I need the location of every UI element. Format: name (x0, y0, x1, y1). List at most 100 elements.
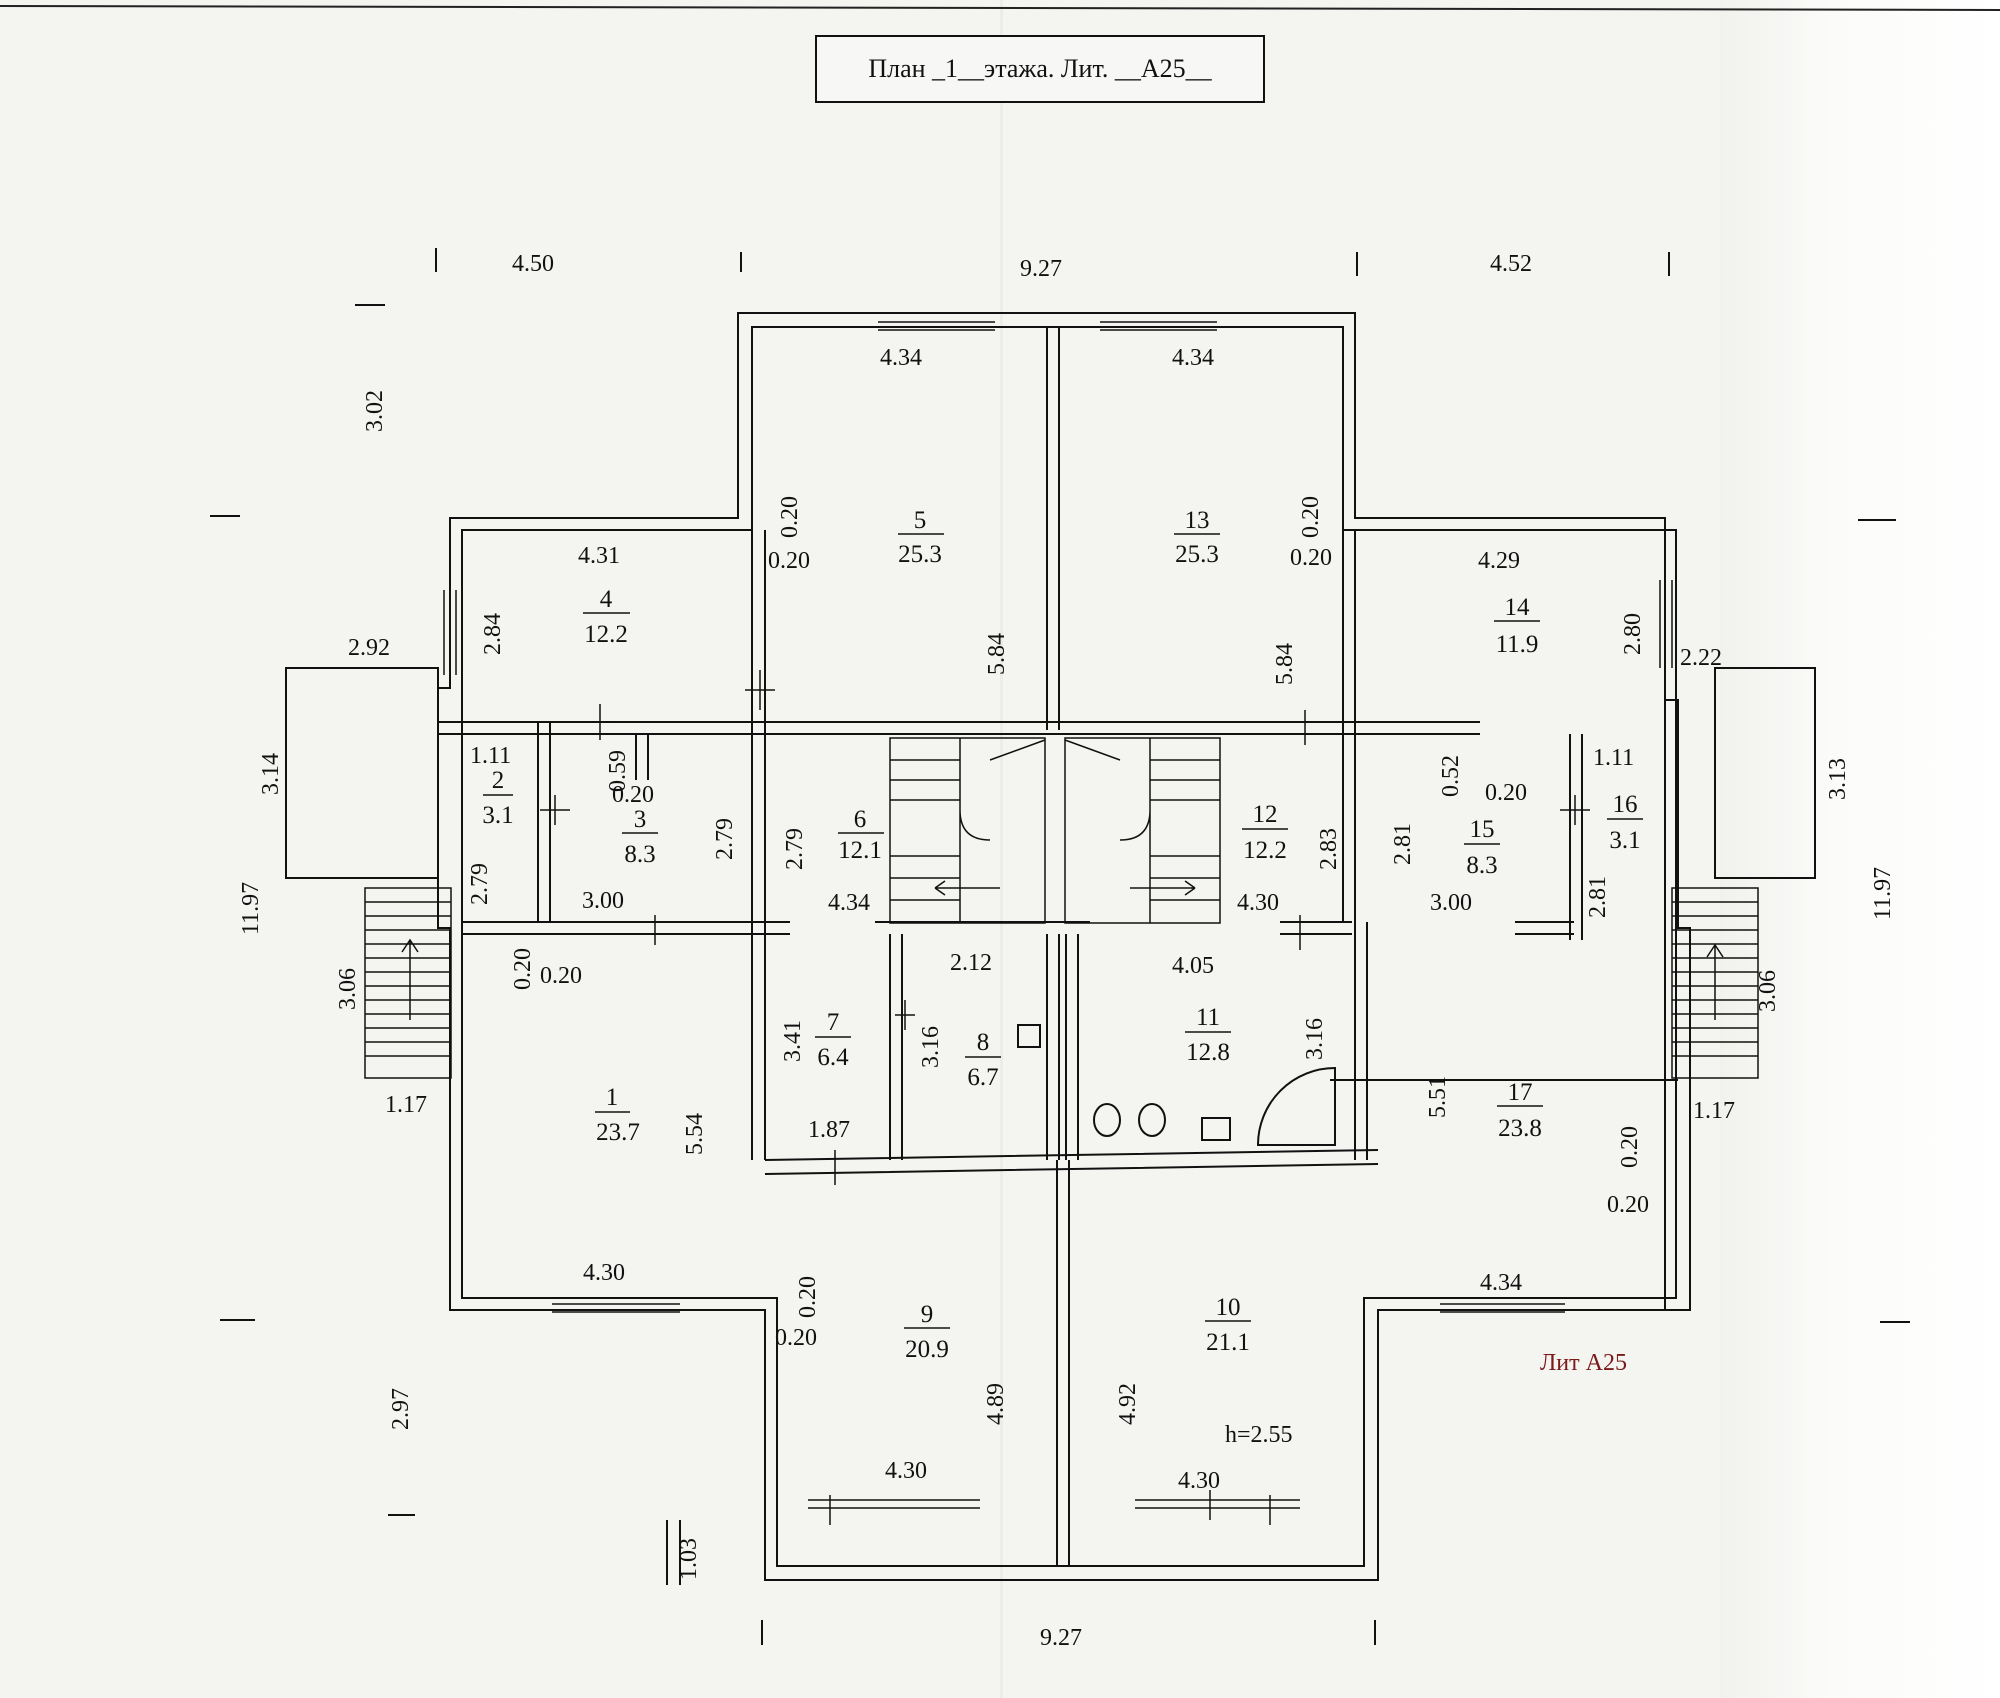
dim-label: 0.59 (605, 750, 631, 792)
dim-label: 5.84 (1272, 643, 1298, 685)
dim-label: 1.17 (385, 1092, 427, 1118)
dim-label: 0.20 (510, 948, 536, 990)
room-number: 1 (606, 1084, 619, 1111)
dim-label: 1.11 (1593, 745, 1634, 771)
room-area: 12.1 (838, 837, 882, 864)
door-mark (1560, 795, 1590, 825)
dim-label: 0.20 (768, 548, 810, 574)
stair-inner-right (1064, 737, 1221, 924)
entry-stairs (364, 887, 1759, 1079)
dim-label: 2.92 (348, 635, 390, 661)
porch-right (1714, 667, 1816, 879)
dim-label: 0.20 (795, 1276, 821, 1318)
extent-ticks (210, 248, 1910, 1645)
wall-v1 (537, 722, 551, 922)
room-number: 5 (914, 507, 927, 534)
window (443, 590, 457, 675)
window (1659, 580, 1673, 668)
dim-label: 0.20 (1607, 1192, 1649, 1218)
room-label: 14 11.9 (1494, 594, 1540, 658)
stair-inner-right-steps (1064, 738, 1220, 923)
room-area: 8.3 (624, 841, 655, 868)
dim-label: 3.06 (335, 968, 361, 1010)
door-mark (590, 704, 620, 740)
room-label: 1 23.7 (595, 1084, 640, 1146)
dim-label: 2.97 (388, 1388, 414, 1430)
dim-label: 1.11 (470, 743, 511, 769)
outer-wall-outer (437, 312, 1691, 1581)
room-number: 12 (1253, 801, 1278, 828)
dim-label: 2.81 (1585, 876, 1611, 918)
porches (285, 667, 1816, 879)
dim-label: 3.41 (780, 1020, 806, 1062)
dim-label: 4.34 (828, 890, 870, 916)
dim-label: 2.79 (712, 818, 738, 860)
dim-label: 4.31 (578, 543, 620, 569)
dim-label: 3.00 (582, 888, 624, 914)
bidet-icon (1138, 1103, 1166, 1137)
room-label: 15 8.3 (1464, 816, 1500, 879)
room-number: 16 (1613, 791, 1638, 818)
stair-arrow-icon (934, 880, 1000, 896)
dim-label: 4.34 (880, 345, 922, 371)
wall-mid (462, 921, 1574, 935)
ceiling-height-note: h=2.55 (1225, 1422, 1293, 1448)
room-number: 15 (1470, 816, 1495, 843)
dim-label: 4.30 (1237, 890, 1279, 916)
dim-label: 0.20 (612, 782, 654, 808)
dim-label: 2.79 (782, 828, 808, 870)
dim-label: 5.84 (984, 633, 1010, 675)
room-label: 13 25.3 (1174, 507, 1220, 568)
dim-label: 0.20 (775, 1325, 817, 1351)
room-area: 3.1 (1609, 827, 1640, 854)
sheet-border-line (0, 5, 2000, 11)
window (1100, 321, 1217, 331)
dim-label: 2.84 (480, 613, 506, 655)
paper-edge (1720, 0, 2000, 1698)
dim-label: 5.51 (1425, 1076, 1451, 1118)
window (878, 321, 995, 331)
room-label: 9 20.9 (904, 1301, 950, 1363)
room-label: 12 12.2 (1242, 801, 1288, 864)
dim-label: 4.50 (512, 251, 554, 277)
room-number: 11 (1196, 1004, 1220, 1031)
room-area: 25.3 (898, 541, 942, 568)
stair-right (1671, 887, 1759, 1079)
dim-label: 4.30 (1178, 1468, 1220, 1494)
room-label: 10 21.1 (1205, 1294, 1251, 1356)
door-swing-icon (1256, 1066, 1336, 1146)
dim-label: 3.16 (918, 1026, 944, 1068)
stair-arrow-icon (1706, 943, 1724, 1020)
room-label: 7 6.4 (815, 1009, 851, 1071)
dim-label: 2.83 (1316, 828, 1342, 870)
walls (437, 312, 1691, 1581)
wall-corridor-top (438, 721, 1480, 735)
dim-label: 9.27 (1020, 256, 1062, 282)
room-number: 2 (492, 767, 505, 794)
room-area: 6.4 (817, 1044, 849, 1071)
dim-label: 3.06 (1755, 970, 1781, 1012)
dim-label: 0.20 (777, 496, 803, 538)
dim-label: 4.89 (983, 1383, 1009, 1425)
wall-v2 (751, 530, 766, 1160)
stair-inner-left-steps (890, 738, 1046, 923)
room-area: 12.2 (1243, 837, 1287, 864)
room-label: 8 6.7 (965, 1029, 1001, 1091)
room-area: 8.3 (1466, 852, 1497, 879)
room-label: 16 3.1 (1607, 791, 1643, 854)
dim-label: 1.03 (676, 1538, 702, 1580)
wall-v8 (1569, 734, 1583, 940)
dim-label: 4.29 (1478, 548, 1520, 574)
dim-label: 4.92 (1115, 1383, 1141, 1425)
sink-icon (1017, 1024, 1041, 1048)
door-mark (540, 795, 570, 825)
room-label: 6 12.1 (838, 806, 884, 864)
wall-v6 (1056, 1160, 1070, 1566)
dim-label: 2.80 (1620, 613, 1646, 655)
wall-v4 (889, 934, 903, 1160)
dim-label: 1.87 (808, 1117, 850, 1143)
window (1440, 1303, 1565, 1313)
room-label: 3 8.3 (622, 806, 658, 868)
stair-arrow-icon (1130, 880, 1196, 896)
